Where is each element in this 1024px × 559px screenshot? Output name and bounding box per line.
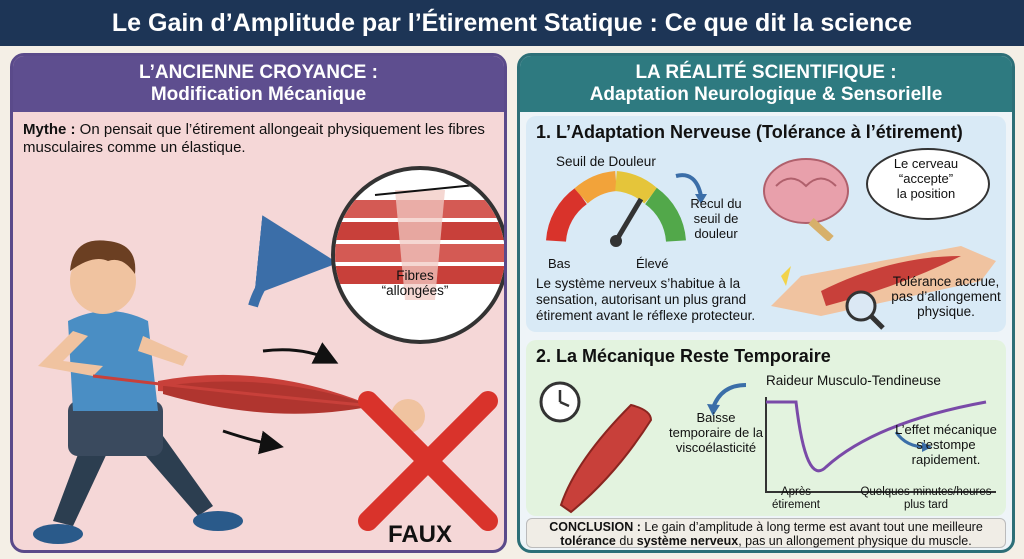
baisse-line2: temporaire de la: [669, 425, 763, 440]
myth-label: Mythe :: [23, 121, 76, 138]
x-label-later-line1: Quelques minutes/heures: [860, 486, 992, 498]
bubble-line1: Le cerveau: [893, 156, 959, 171]
conclusion-bold2: système nerveux: [636, 534, 739, 548]
muscle-icon: [559, 403, 653, 514]
baisse-label: Baisse temporaire de la viscoélasticité: [661, 410, 771, 455]
recul-line3: douleur: [694, 226, 738, 241]
fibres-zoom-circle: [331, 166, 504, 344]
faux-label: FAUX: [388, 521, 453, 548]
conclusion-bold1: tolérance: [560, 534, 616, 548]
section1-title: 1. L’Adaptation Nerveuse (Tolérance à l’…: [536, 122, 963, 142]
x-label-after: Après étirement: [761, 486, 831, 512]
old-belief-header: L’ANCIENNE CROYANCE : Modification Mécan…: [13, 56, 504, 112]
recul-line1: Recul du: [690, 196, 742, 211]
graph-title: Raideur Musculo-Tendineuse: [766, 373, 941, 388]
baisse-line3: viscoélasticité: [675, 440, 757, 455]
gauge-title: Seuil de Douleur: [556, 154, 656, 169]
tolerance-line1: Tolérance accrue,: [892, 274, 1000, 289]
scientific-reality-panel: LA RÉALITÉ SCIENTIFIQUE : Adaptation Neu…: [517, 53, 1015, 553]
clock-icon: [539, 381, 581, 423]
brain-icon: [763, 158, 849, 241]
conclusion-label: CONCLUSION :: [549, 520, 641, 534]
tolerance-line3: physique.: [917, 304, 975, 319]
conclusion-text3: , pas un allongement physique du muscle.: [738, 534, 972, 548]
tolerance-label: Tolérance accrue, pas d’allongement phys…: [886, 274, 1006, 319]
stiffness-curve: [766, 400, 987, 473]
fibres-label-line1: Fibres: [396, 268, 434, 283]
reality-header: LA RÉALITÉ SCIENTIFIQUE : Adaptation Neu…: [520, 56, 1012, 112]
person-stretching-illustration: [33, 215, 425, 544]
gauge-low-label: Bas: [548, 256, 571, 271]
section2-title: 2. La Mécanique Reste Temporaire: [536, 346, 831, 366]
reality-header-line2: Adaptation Neurologique & Sensorielle: [589, 84, 943, 105]
old-belief-panel: L’ANCIENNE CROYANCE : Modification Mécan…: [10, 53, 507, 553]
old-belief-header-line1: L’ANCIENNE CROYANCE :: [139, 62, 378, 83]
effet-label: L’effet mécanique s’estompe rapidement.: [891, 422, 1001, 467]
x-label-after-line1: Après: [780, 486, 812, 498]
tolerance-line2: pas d’allongement: [891, 289, 1001, 304]
nervous-body-text: Le système nerveux s’habitue à la sensat…: [536, 276, 756, 323]
myth-text: On pensait que l’étirement allongeait ph…: [23, 121, 485, 156]
temporary-mechanics-section: 2. La Mécanique Reste Temporaire Baisse …: [526, 340, 1006, 516]
page-title: Le Gain d’Amplitude par l’Étirement Stat…: [0, 0, 1024, 46]
recul-line2: seuil de: [693, 211, 739, 226]
nervous-adaptation-section: 1. L’Adaptation Nerveuse (Tolérance à l’…: [526, 116, 1006, 332]
recul-arrow-icon: [675, 173, 707, 204]
myth-paragraph: Mythe : On pensait que l’étirement allon…: [23, 121, 493, 157]
leg-muscle-illustration: [771, 246, 996, 330]
thought-bubble: [866, 148, 990, 220]
gauge-high-label: Élevé: [636, 256, 669, 271]
conclusion-box: CONCLUSION : Le gain d’amplitude à long …: [526, 518, 1006, 548]
fibres-label: Fibres “allongées”: [365, 268, 465, 298]
faux-cross-icon: [358, 391, 498, 531]
effet-line3: rapidement.: [911, 452, 981, 467]
bubble-line3: la position: [896, 186, 956, 201]
x-label-after-line2: étirement: [772, 499, 820, 511]
conclusion-text2: du: [619, 534, 634, 548]
effet-line1: L’effet mécanique: [895, 422, 997, 437]
recul-label: Recul du seuil de douleur: [686, 196, 746, 241]
pain-gauge-icon: [546, 171, 686, 247]
fibres-label-line2: “allongées”: [381, 283, 449, 298]
baisse-line1: Baisse: [696, 410, 736, 425]
bubble-line2: “accepte”: [898, 171, 954, 186]
thought-bubble-text: Le cerveau “accepte” la position: [876, 156, 976, 201]
conclusion-text1: Le gain d’amplitude à long terme est ava…: [644, 520, 983, 534]
stiffness-graph: [765, 397, 996, 493]
x-label-later-line2: plus tard: [903, 499, 949, 511]
baisse-arrow-icon: [707, 383, 747, 416]
x-label-later: Quelques minutes/heures plus tard: [846, 486, 1006, 512]
old-belief-header-line2: Modification Mécanique: [150, 84, 367, 105]
reality-header-line1: LA RÉALITÉ SCIENTIFIQUE :: [635, 62, 897, 83]
effet-line2: s’estompe: [916, 437, 976, 452]
